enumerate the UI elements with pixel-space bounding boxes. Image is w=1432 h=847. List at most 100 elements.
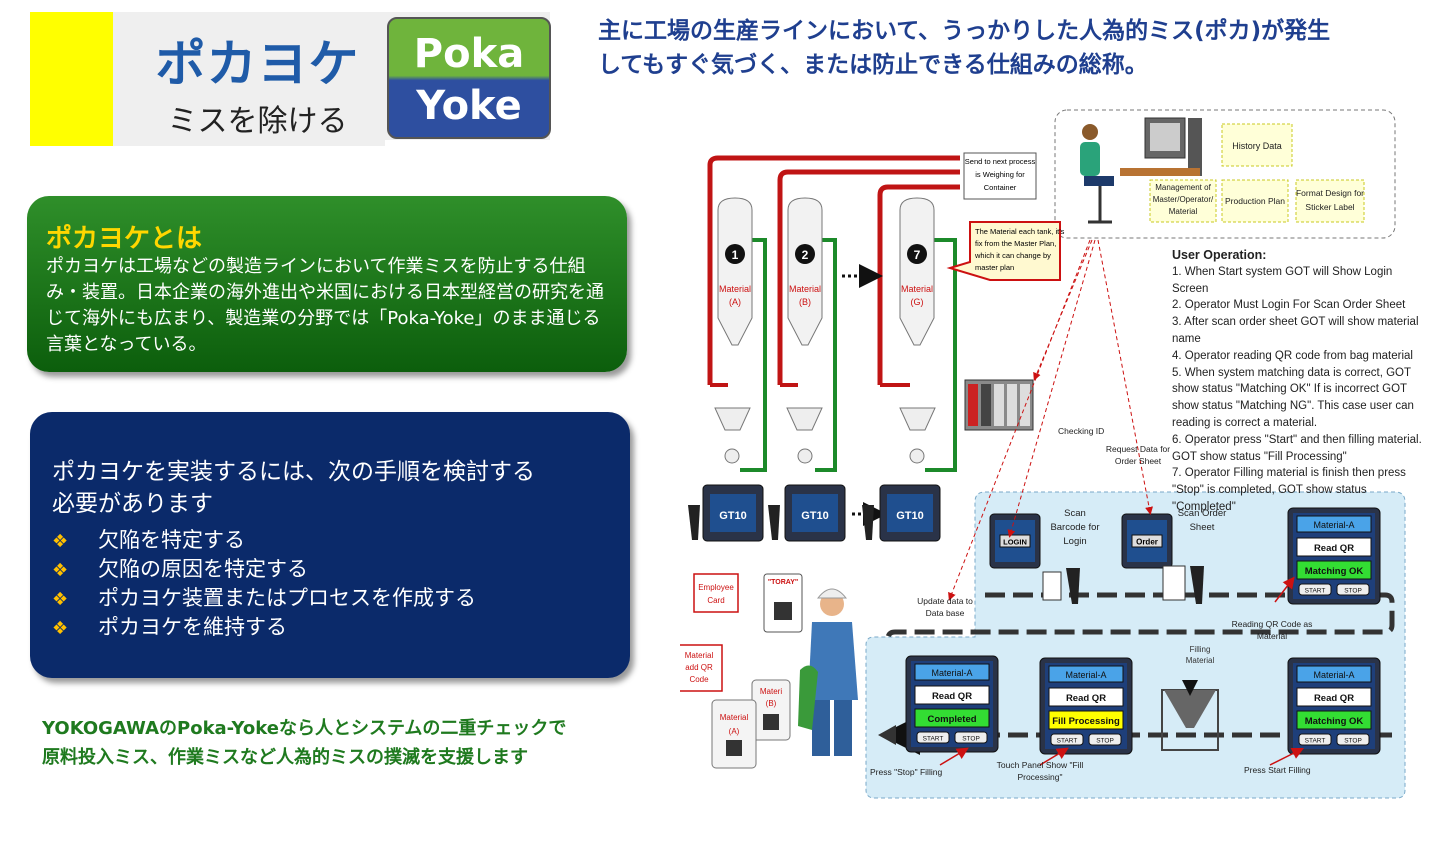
read-qr-label: Read QR [932,691,972,702]
material-bag-icon: Material (A) [711,699,757,769]
computer-icon [1120,117,1202,176]
tank-material: Material [719,284,751,294]
logo-text-top: Poka [413,31,525,77]
stop-button[interactable] [1336,583,1370,596]
signal-lines [740,238,957,472]
tank: 7 Material (G) [899,197,935,346]
start-button[interactable] [1050,733,1084,746]
send-next-line-1: Send to next process [965,157,1036,166]
start-button[interactable] [1298,583,1332,596]
stop-button[interactable] [954,731,988,744]
card-company: "TORAY" [768,579,798,586]
material-callout [946,221,1061,281]
tank-number: 1 [732,248,739,262]
steps-lead-line-1: ポカヨケを実装するには、次の手順を検討する [52,459,535,485]
step-label: ポカヨケを維持する [98,615,287,639]
bag-material: Materi [760,687,782,696]
card-qr-icon [774,602,792,620]
diamond-bullet-icon: ❖ [52,589,69,610]
stop-label: STOP [1344,588,1362,595]
step-item: ❖ ポカヨケを維持する [52,611,287,641]
diamond-bullet-icon: ❖ [52,618,69,639]
tank-material-code: (A) [729,297,741,307]
footnote-line-2: 原料投入ミス、作業ミスなど人為的ミスの撲滅を支援します [42,747,528,768]
status-field [1296,710,1372,730]
definition-body: ポカヨケは工場などの製造ラインにおいて作業ミスを防止する仕組み・装置。日本企業の… [46,256,604,355]
steps-panel [30,412,630,678]
step-item: ❖欠陥の原因を特定する [52,553,308,583]
format-design-box [1295,179,1365,223]
start-button[interactable] [916,731,950,744]
step-label: 欠陥を特定する [98,528,245,552]
definition-title: ポカヨケとは [46,224,203,254]
bag-material-code: (A) [729,727,740,736]
action-arrows [939,576,1305,766]
login-screen: LOGIN [989,513,1041,569]
scanner-icon [1066,568,1080,604]
user-operation-step: 5. When system matching data is correct,… [1172,366,1414,429]
user-operation-notes: User Operation: 1. When Start system GOT… [1172,247,1422,516]
material-field [1296,665,1372,683]
read-qr-field [1296,537,1372,557]
update-db-label-2: Data base [926,608,965,618]
material-name: Material-A [1065,670,1106,680]
callout-line-1: The Material each tank, it's [975,227,1065,236]
update-db-label-1: Update data to [917,596,973,606]
process-diagram: History Data Management of Master/Operat… [680,109,1406,799]
filling-material-label-2: Material [1186,656,1215,665]
id-badge-icon [1042,571,1062,601]
press-start-label: Press Start Filling [1244,765,1311,775]
tank-material: Material [901,284,933,294]
scan-barcode-label-3: Login [1063,536,1086,547]
status-field [1048,710,1124,730]
got-panel: GT10 [879,484,941,542]
return-flow-lines [707,155,960,385]
reading-qr-label-2: Material [1257,631,1287,641]
material-qr-label-3: Code [689,675,709,684]
checking-id-label: Checking ID [1058,426,1104,436]
user-operation-step: 3. After scan order sheet GOT will show … [1172,316,1419,345]
stop-button[interactable] [1088,733,1122,746]
step-item: ❖欠陥を特定する [52,524,245,554]
user-operation-step: 2. Operator Must Login For Scan Order Sh… [1172,299,1406,312]
got-model: GT10 [896,510,924,522]
status-label: Fill Processing [1052,716,1120,727]
status-field [914,708,990,728]
management-label-3: Material [1169,207,1198,216]
tank-material-code: (B) [799,297,811,307]
material-name: Material-A [1313,670,1354,680]
funnels [714,407,936,464]
tank-material: Material [789,284,821,294]
start-label: START [1305,738,1326,745]
steps-lead: ポカヨケを実装するには、次の手順を検討する 必要があります [52,456,612,520]
callout-line-4: master plan [975,263,1014,272]
read-qr-label: Read QR [1314,543,1354,554]
status-label: Matching OK [1305,566,1364,577]
management-label-2: Master/Operator/ [1153,195,1214,204]
employee-card-label-2: Card [707,596,724,605]
management-box [1149,179,1217,223]
material-field [1296,515,1372,533]
data-flow-arrows [948,239,1153,601]
tank-number: 7 [914,248,921,262]
process-flow-track [880,592,1395,755]
start-label: START [1305,588,1326,595]
stop-button[interactable] [1336,733,1370,746]
headline-line-1: 主に工場の生産ラインにおいて、うっかりした人為的ミス(ポカ)が発生 [598,18,1331,44]
yellow-accent-bar [30,12,113,146]
request-data-label-2: Order Sheet [1115,456,1162,466]
send-next-line-2: is Weighing for [975,170,1025,179]
got-model: GT10 [801,510,829,522]
step-label: ポカヨケ装置またはプロセスを作成する [98,586,476,610]
scanner-icon [1190,566,1204,604]
worker-icon [798,588,858,756]
start-button[interactable] [1298,733,1332,746]
employee-card-label-1: Employee [698,583,734,592]
user-operation-step: 6. Operator press "Start" and then filli… [1172,433,1422,463]
touch-panel-label-2: Processing" [1017,772,1062,782]
start-label: START [923,736,944,743]
definition-panel [27,196,627,372]
